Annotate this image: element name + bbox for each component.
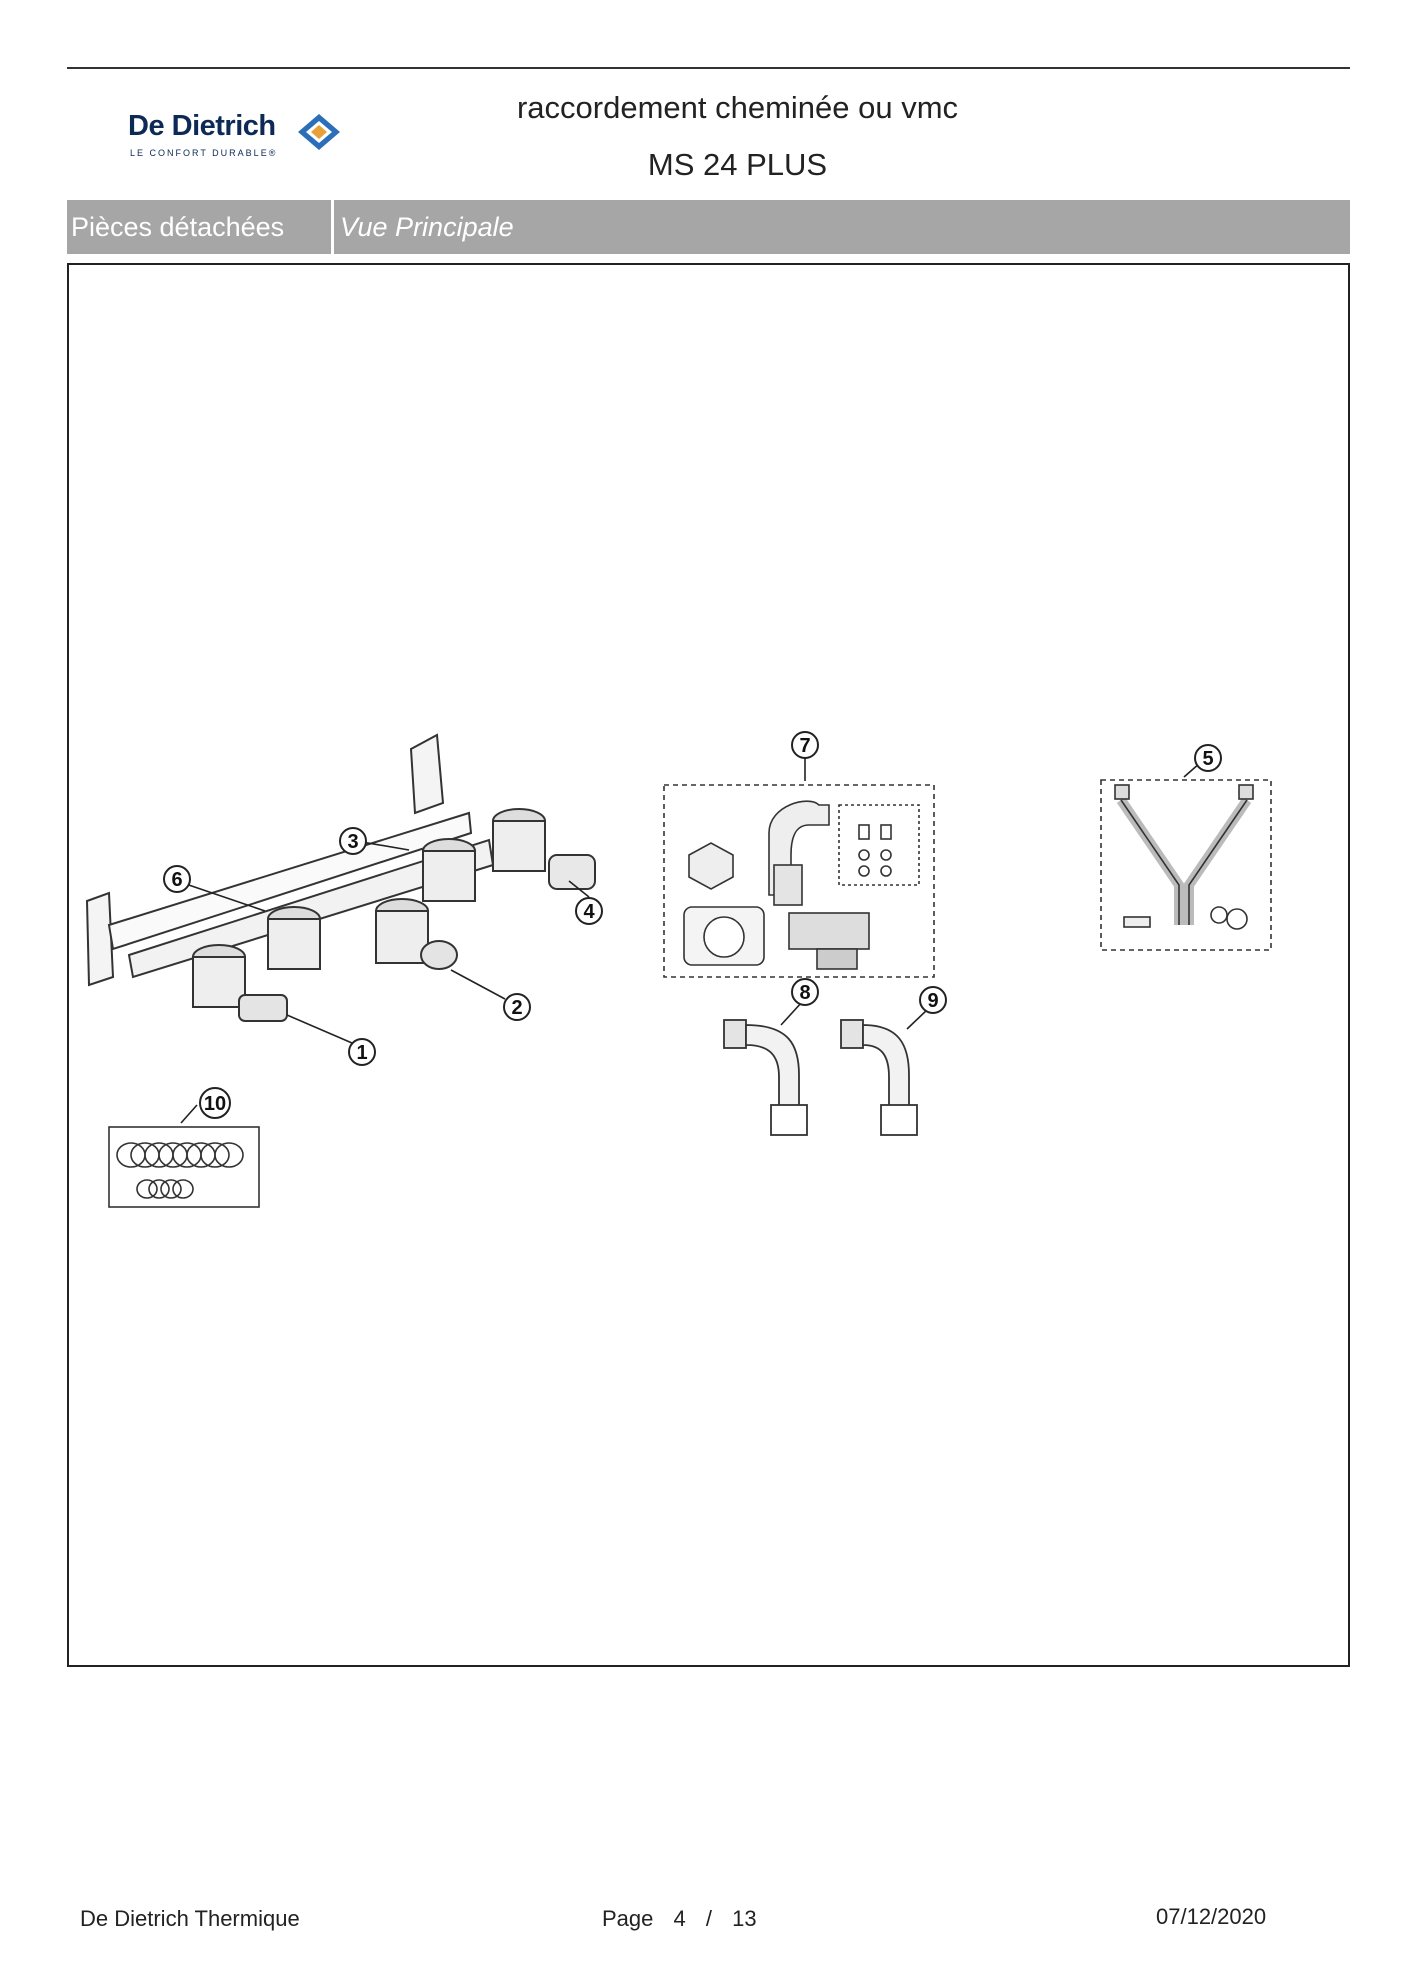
callout-10: 10 <box>199 1087 231 1119</box>
diamond-logo-icon <box>298 114 340 150</box>
svg-text:6: 6 <box>171 869 182 891</box>
svg-text:10: 10 <box>204 1093 226 1115</box>
page-separator: / <box>705 1906 713 1931</box>
svg-text:3: 3 <box>347 831 358 853</box>
page-current: 4 <box>673 1906 686 1931</box>
page-label: Page <box>602 1906 654 1931</box>
svg-text:4: 4 <box>583 901 595 923</box>
header-rule <box>67 67 1350 69</box>
callouts: 1 2 3 4 5 6 7 <box>163 731 1222 1119</box>
svg-text:9: 9 <box>927 990 938 1012</box>
manifold-assembly <box>85 733 596 1022</box>
seal-rings-kit <box>108 1126 260 1208</box>
callout-6: 6 <box>163 865 191 893</box>
section-bar: Pièces détachées Vue Principale <box>67 200 1350 254</box>
document-title: raccordement cheminée ou vmc <box>516 90 959 125</box>
callout-9: 9 <box>919 986 947 1014</box>
svg-text:5: 5 <box>1202 748 1213 770</box>
brand-logo: De Dietrich LE CONFORT DURABLE® <box>128 110 368 170</box>
footer-company: De Dietrich Thermique <box>80 1906 300 1931</box>
svg-text:1: 1 <box>356 1042 367 1064</box>
callout-8: 8 <box>791 978 819 1006</box>
callout-4: 4 <box>575 897 603 925</box>
flexible-hose-kit <box>1100 779 1272 951</box>
svg-text:7: 7 <box>799 735 810 757</box>
section-label: Pièces détachées <box>67 200 334 254</box>
diagram-frame: 1 2 3 4 5 6 7 <box>67 263 1350 1667</box>
callout-5: 5 <box>1194 744 1222 772</box>
callout-7: 7 <box>791 731 819 759</box>
view-label: Vue Principale <box>340 212 514 242</box>
callout-3: 3 <box>339 827 367 855</box>
page-total: 13 <box>732 1906 757 1931</box>
elbow-fitting-9 <box>840 1019 918 1136</box>
brand-name: De Dietrich <box>128 110 276 142</box>
callout-1: 1 <box>348 1038 376 1066</box>
connection-kit <box>663 784 935 978</box>
elbow-fitting-8 <box>723 1019 808 1136</box>
large-rings-row <box>116 1142 244 1168</box>
footer-date: 07/12/2020 <box>1156 1904 1267 1929</box>
brand-tagline: LE CONFORT DURABLE® <box>130 148 278 158</box>
exploded-parts-diagram: 1 2 3 4 5 6 7 <box>85 731 1272 1208</box>
svg-text:8: 8 <box>799 982 810 1004</box>
product-model: MS 24 PLUS <box>647 147 828 182</box>
page-indicator: Page 4 / 13 <box>602 1906 771 1932</box>
small-rings-row <box>136 1179 194 1199</box>
callout-2: 2 <box>503 993 531 1021</box>
svg-text:2: 2 <box>511 997 522 1019</box>
